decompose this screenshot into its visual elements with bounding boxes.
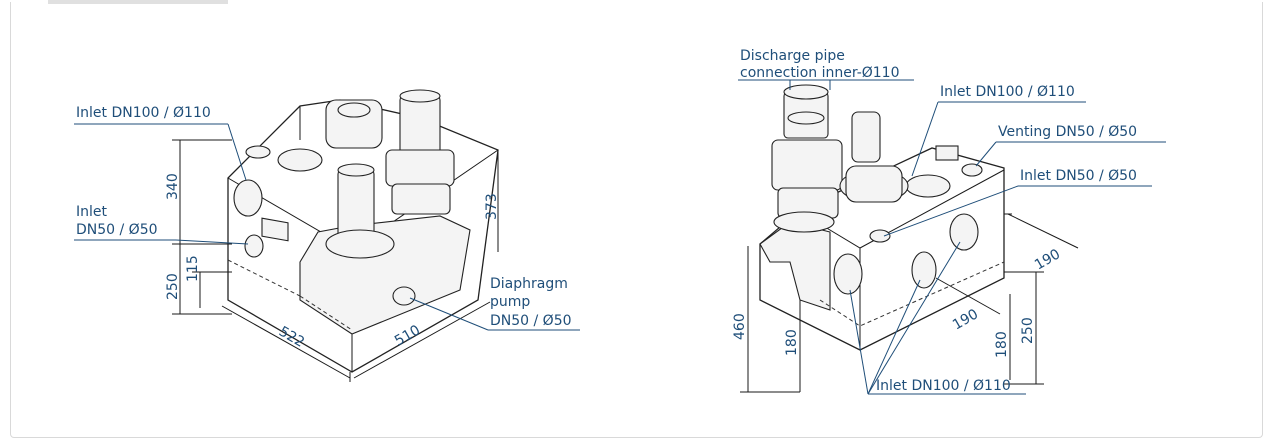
label-inlet-dn50-line2: DN50 / Ø50	[76, 222, 158, 238]
label-discharge-line1: Discharge pipe	[740, 48, 845, 64]
label-venting: Venting DN50 / Ø50	[998, 124, 1137, 140]
dim-250: 250	[165, 273, 181, 300]
label-diaphragm-line3: DN50 / Ø50	[490, 313, 572, 329]
dim-373: 373	[484, 193, 500, 220]
label-inlet-dn100: Inlet DN100 / Ø110	[76, 105, 211, 121]
left-dimension-lines	[172, 139, 499, 382]
label-diaphragm-line2: pump	[490, 294, 530, 310]
label-inlet-dn50-line1: Inlet	[76, 204, 108, 220]
dim-250-right: 250	[1020, 317, 1036, 344]
right-unit-drawing	[759, 84, 1005, 351]
label-inlet-dn100-top: Inlet DN100 / Ø110	[940, 84, 1075, 100]
label-discharge-line2: connection inner-Ø110	[740, 65, 900, 81]
tab-indicator	[48, 0, 228, 4]
right-leader-lines	[738, 79, 1166, 395]
right-dimension-lines	[740, 213, 1079, 393]
dim-180-right: 180	[994, 331, 1010, 358]
dim-190-top: 190	[1032, 246, 1063, 273]
left-unit-drawing	[227, 89, 499, 373]
dim-340: 340	[165, 173, 181, 200]
label-inlet-dn50: Inlet DN50 / Ø50	[1020, 168, 1137, 184]
dim-190-mid: 190	[950, 306, 981, 333]
dim-180-left: 180	[784, 329, 800, 356]
label-diaphragm-line1: Diaphragm	[490, 276, 568, 292]
dim-115: 115	[185, 255, 201, 282]
drawing-frame	[10, 2, 1263, 438]
label-inlet-dn100-bottom: Inlet DN100 / Ø110	[876, 378, 1011, 394]
left-leader-lines	[74, 123, 580, 331]
dim-460: 460	[732, 313, 748, 340]
